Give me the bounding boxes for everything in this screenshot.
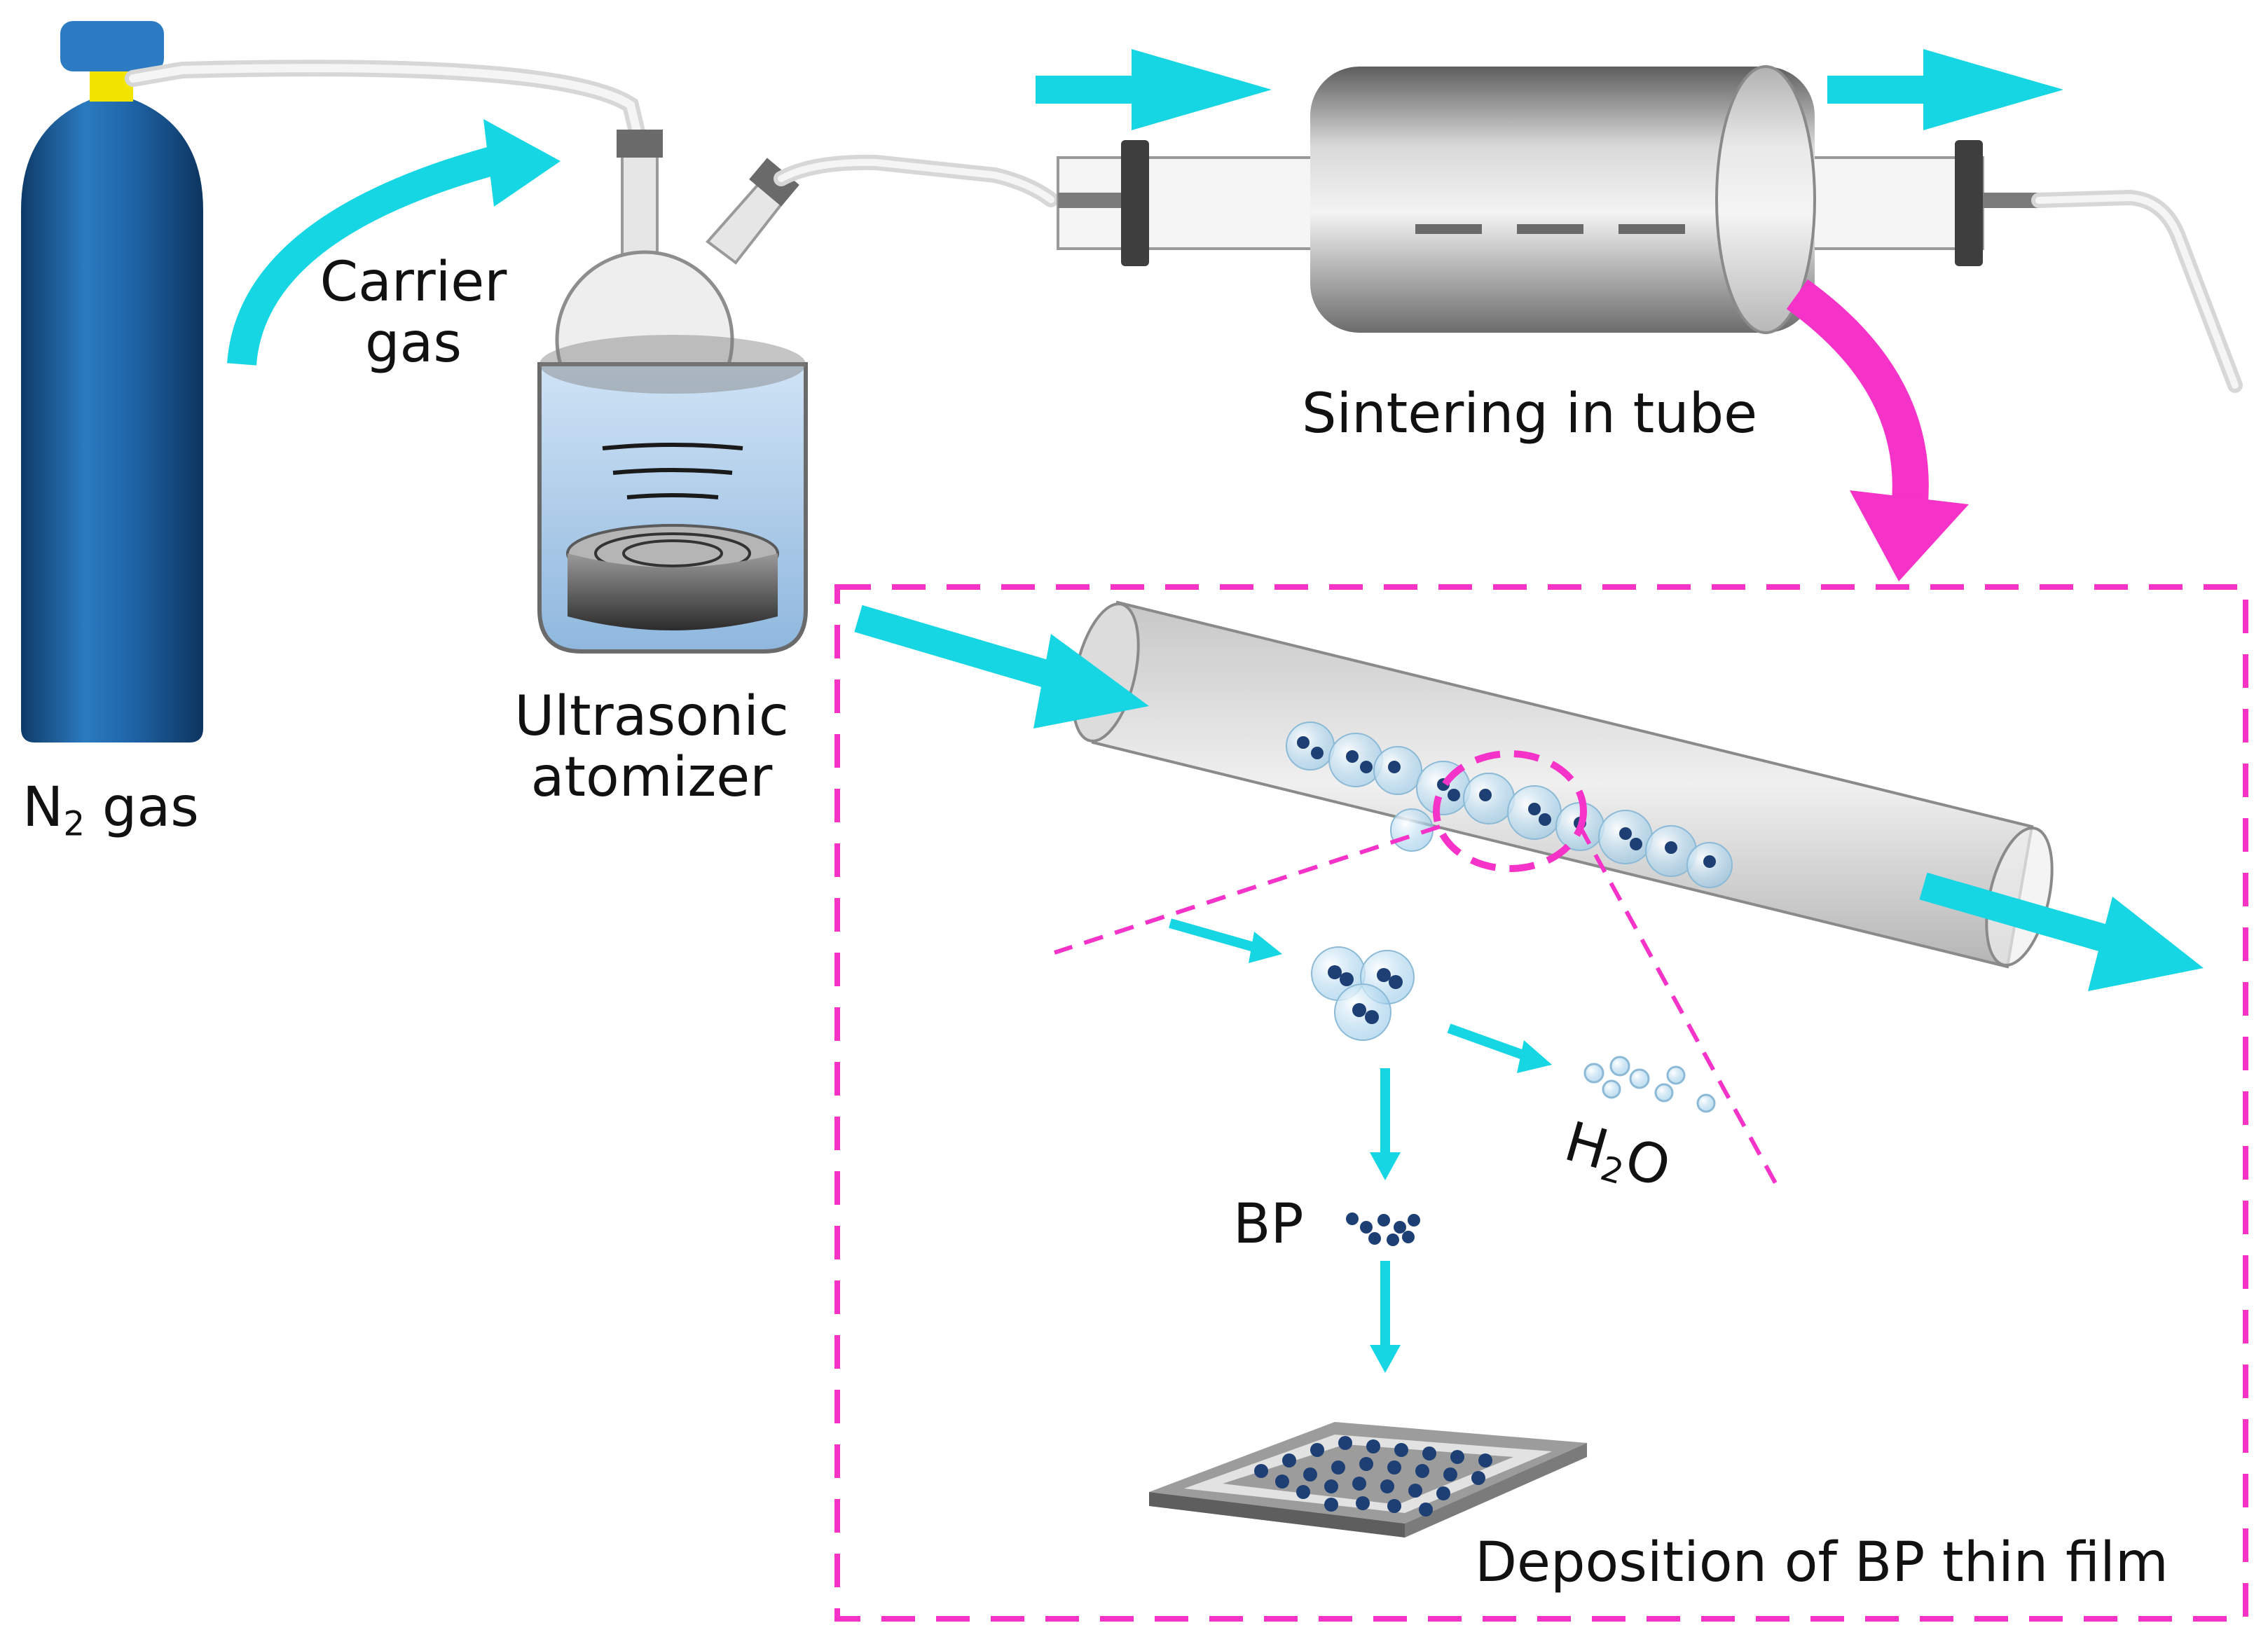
inlet-arrow (854, 605, 1149, 728)
arrow-to-droplet (1169, 918, 1282, 963)
carrier-tube (125, 60, 647, 148)
left-flange-icon (1121, 140, 1149, 266)
flow-arrow-in (1036, 49, 1272, 130)
right-flange-icon (1955, 140, 1983, 266)
n2-gas-cylinder (21, 21, 203, 742)
tube-furnace (1057, 65, 2243, 393)
cylinder-cap-icon (60, 21, 164, 71)
arrow-to-bp (1370, 1068, 1401, 1180)
zoom-line-right (1578, 825, 1782, 1192)
arrow-to-water (1447, 1023, 1552, 1073)
deposited-film-particles (1254, 1436, 1492, 1517)
zoom-line-left (1054, 824, 1441, 955)
deposition-label: Deposition of BP thin film (1475, 1531, 2169, 1594)
zoomed-tube (1071, 600, 2054, 969)
ultrasonic-atomizer-label: Ultrasonic atomizer (514, 685, 789, 810)
bp-label: BP (1233, 1193, 1304, 1256)
flow-arrow-out (1827, 49, 2063, 130)
sintering-label: Sintering in tube (1302, 382, 1758, 445)
carrier-gas-label: Carrier gas (319, 251, 507, 375)
valve-icon (90, 67, 133, 102)
outlet-arrow (1919, 872, 2204, 991)
droplet-cluster-icon (1311, 946, 1415, 1041)
zoom-arrow (1786, 279, 1969, 581)
carrier-gas-arrow (227, 119, 561, 366)
water-bubbles-icon (1583, 1056, 1716, 1113)
ultrasonic-atomizer (537, 130, 1059, 654)
zoom-box (834, 584, 2248, 1622)
magnifier-circle (1433, 750, 1587, 872)
bp-particles-icon (1346, 1213, 1420, 1246)
particle-dots (1297, 736, 1716, 868)
substrate-electrode (1149, 1422, 1587, 1538)
arrow-to-film (1370, 1261, 1401, 1373)
n2-gas-label: N2 gas (22, 776, 199, 844)
